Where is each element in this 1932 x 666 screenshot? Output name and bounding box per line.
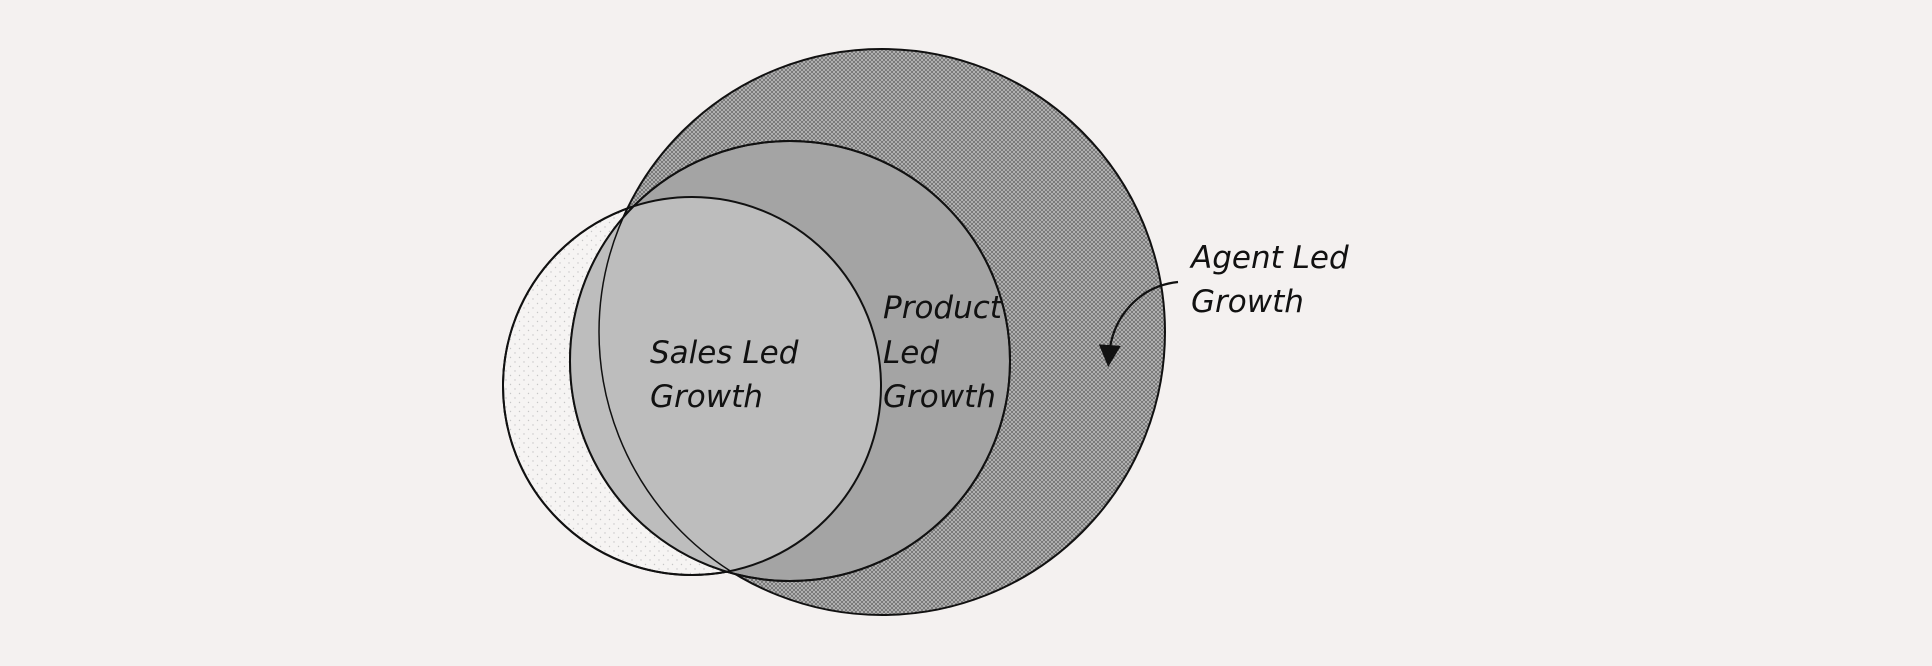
agent-led-arrow xyxy=(1098,280,1179,367)
sales-product-overlap xyxy=(570,197,881,575)
product-led-label-line1: Product xyxy=(883,290,1004,326)
product-led-label-line3: Growth xyxy=(883,379,996,415)
agent-led-label-line1: Agent Led xyxy=(1189,240,1349,276)
agent-led-inner-arc xyxy=(598,197,881,575)
sales-led-label-line2: Growth xyxy=(650,379,763,415)
sales-led-outline xyxy=(502,196,882,576)
sales-led-label-line1: Sales Led xyxy=(650,335,799,371)
product-led-outline xyxy=(569,140,1011,582)
agent-led-label-line2: Growth xyxy=(1191,284,1304,320)
product-led-label-line2: Led xyxy=(883,335,939,371)
